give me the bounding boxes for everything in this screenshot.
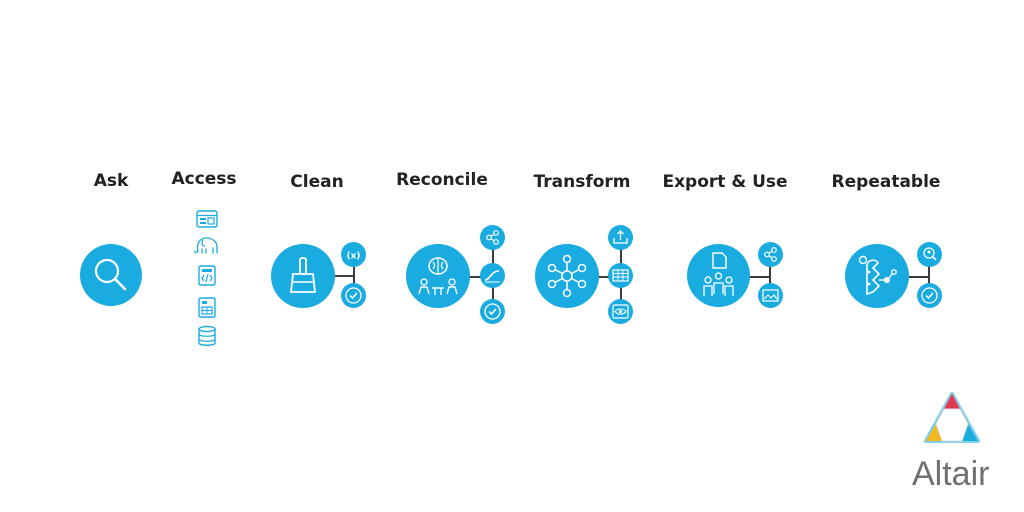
checkmark-icon <box>484 303 501 320</box>
reconcile-curve-badge <box>480 263 505 288</box>
document-people-icon <box>703 252 734 296</box>
step-label-transform: Transform <box>533 172 631 192</box>
clean-variable-badge: (x) <box>341 242 366 267</box>
ask-step-circle <box>80 244 142 306</box>
step-label-access: Access <box>171 169 237 189</box>
altair-logo-text: Altair <box>912 455 990 493</box>
table-icon <box>612 269 629 282</box>
variable-x-icon: (x) <box>346 252 360 262</box>
step-label-reconcile: Reconcile <box>396 170 488 190</box>
upload-icon <box>613 230 628 244</box>
xml-file-icon <box>195 264 219 286</box>
repeatable-connector <box>907 276 929 278</box>
export-share-badge <box>758 242 783 267</box>
export-image-badge <box>758 283 783 308</box>
reconcile-share-badge <box>480 225 505 250</box>
repeatable-search-badge <box>917 242 942 267</box>
hadoop-elephant-icon <box>193 234 221 256</box>
repeatable-step-circle <box>845 244 909 308</box>
clean-connector <box>333 275 354 277</box>
share-icon <box>486 230 499 245</box>
database-icon <box>195 325 219 347</box>
step-label-ask: Ask <box>93 171 129 191</box>
spreadsheet-file-icon <box>195 296 219 318</box>
transform-table-badge <box>608 263 633 288</box>
robot-icon <box>858 255 897 296</box>
export-connector <box>748 276 770 278</box>
altair-logo-mark <box>922 391 982 447</box>
eye-icon <box>612 304 629 319</box>
transform-upload-badge <box>608 225 633 250</box>
share-icon <box>764 247 777 262</box>
browser-window-icon <box>195 208 219 230</box>
clean-connector-vertical <box>353 254 355 296</box>
search-person-icon <box>923 247 937 261</box>
clean-check-badge <box>341 283 366 308</box>
broom-icon <box>289 257 317 293</box>
checkmark-icon <box>921 287 938 304</box>
reconcile-step-circle <box>406 244 470 308</box>
repeatable-check-badge <box>917 283 942 308</box>
step-label-repeatable: Repeatable <box>831 172 941 192</box>
repeatable-connector-vertical <box>928 256 930 296</box>
step-label-clean: Clean <box>290 172 344 192</box>
transform-step-circle <box>535 244 599 308</box>
step-label-export: Export & Use <box>662 172 788 192</box>
checkmark-icon <box>345 287 362 304</box>
clean-step-circle <box>271 244 335 308</box>
brain-people-icon <box>418 257 458 295</box>
network-nodes-icon <box>547 254 587 298</box>
curve-icon <box>484 270 500 283</box>
svg-text:(x): (x) <box>346 252 360 262</box>
image-icon <box>762 289 779 302</box>
transform-eye-badge <box>608 299 633 324</box>
reconcile-check-badge <box>480 299 505 324</box>
magnifier-icon <box>94 258 127 291</box>
export-connector-vertical <box>769 256 771 296</box>
export-step-circle <box>687 244 750 307</box>
